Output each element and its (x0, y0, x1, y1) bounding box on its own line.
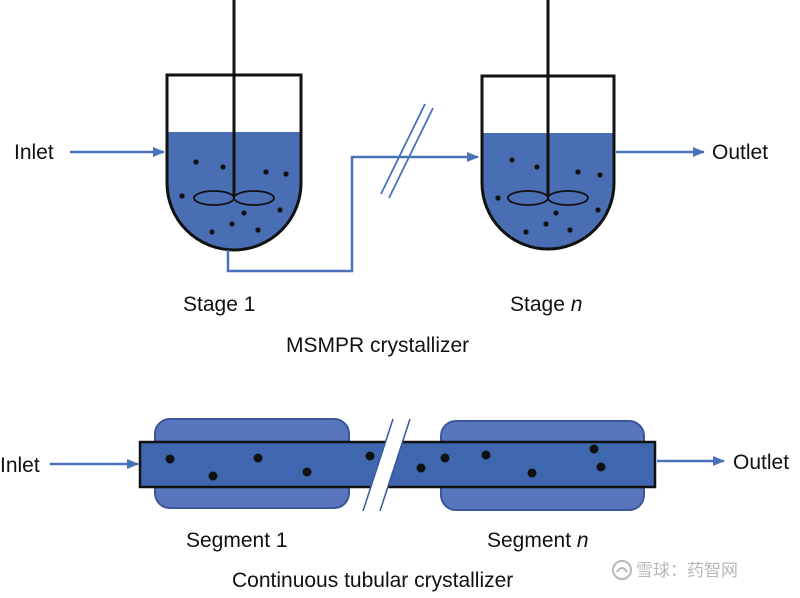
tubular-inlet-label: Inlet (0, 454, 40, 477)
particle (481, 450, 491, 460)
watermark: 雪球：药智网 (612, 560, 738, 581)
particle (596, 462, 606, 472)
msmpr-outlet-label: Outlet (712, 141, 768, 164)
stage-1-vessel (165, 0, 303, 252)
particle (567, 227, 573, 233)
stage-1-wall (165, 73, 303, 252)
particle (543, 221, 549, 227)
segment-n-label: Segment n (487, 529, 589, 552)
msmpr-transfer-line (226, 152, 479, 273)
particle (416, 463, 426, 473)
stage-n-label-var: n (571, 293, 583, 316)
segment-n-label-var: n (577, 529, 589, 552)
segment-1-label: Segment 1 (186, 529, 288, 552)
particle (193, 159, 199, 165)
stage-n-label: Stage n (510, 293, 582, 316)
particle (277, 207, 283, 213)
stage-1-label: Stage 1 (183, 293, 255, 316)
particle (589, 444, 599, 454)
msmpr-inlet-label: Inlet (14, 141, 54, 164)
particle (509, 157, 515, 163)
particle (241, 210, 247, 216)
particle (229, 221, 235, 227)
particle (255, 227, 261, 233)
particle (220, 164, 226, 170)
stage-n-wall (480, 74, 616, 251)
tubular-outlet-label: Outlet (733, 451, 789, 474)
particle (263, 169, 269, 175)
particle (553, 210, 559, 216)
msmpr-break-mark (380, 103, 426, 195)
particle (365, 451, 375, 461)
particle (283, 171, 289, 177)
stage-n-vessel (480, 0, 616, 251)
particle (165, 454, 175, 464)
particle (495, 195, 501, 201)
particle (523, 229, 529, 235)
particle (534, 164, 540, 170)
particle (595, 207, 601, 213)
particle (527, 468, 537, 478)
particle (302, 467, 312, 477)
tube-break-mark (362, 418, 394, 512)
stage-1-impeller-right (233, 190, 275, 206)
msmpr-caption: MSMPR crystallizer (286, 334, 469, 357)
tubular-crystallizer (138, 418, 657, 512)
particle (179, 193, 185, 199)
particle (209, 229, 215, 235)
watermark-text: 雪球：药智网 (636, 561, 738, 581)
stage-n-impeller-right (547, 190, 589, 206)
segment-n-label-prefix: Segment (487, 529, 577, 552)
tubular-caption: Continuous tubular crystallizer (232, 569, 513, 592)
particle (597, 172, 603, 178)
tube-break-gap (363, 419, 410, 511)
msmpr-break-mark (388, 107, 434, 199)
particle (440, 453, 450, 463)
snowball-logo-icon (612, 560, 632, 580)
stage-n-label-prefix: Stage (510, 293, 571, 316)
tube-break-mark (379, 418, 411, 512)
particle (575, 169, 581, 175)
particle (253, 453, 263, 463)
particle (208, 471, 218, 481)
